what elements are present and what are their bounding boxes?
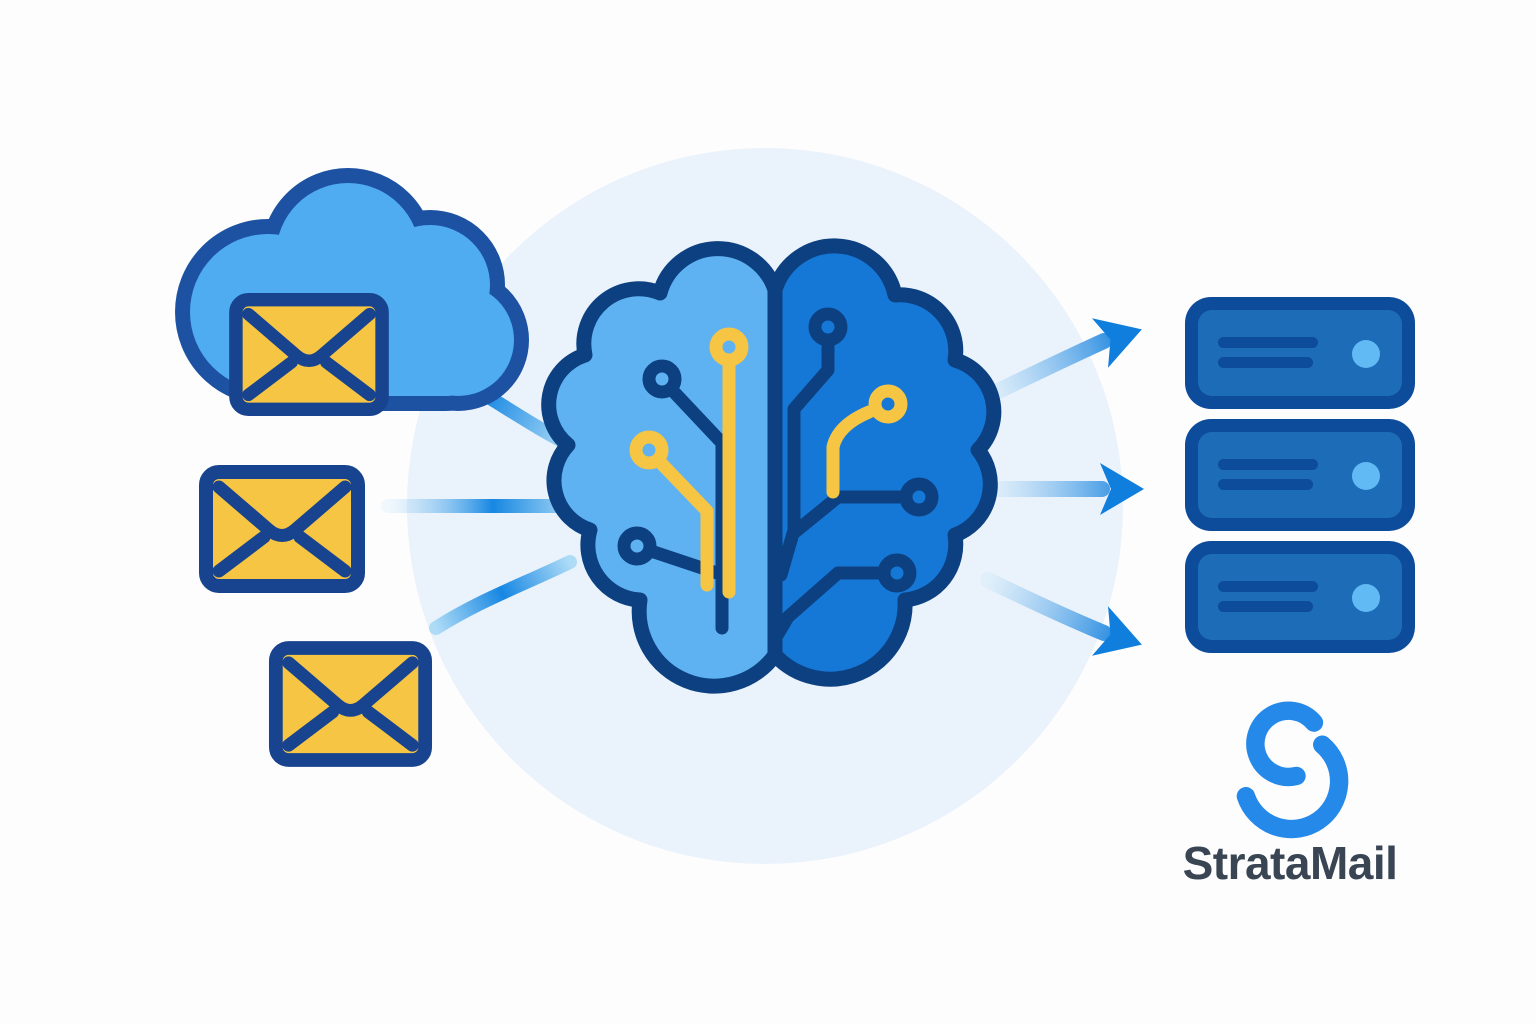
output-arrow-top	[980, 304, 1150, 404]
logo-s-icon	[1236, 701, 1349, 839]
envelope-icon-bottom	[276, 648, 425, 760]
circuit-node	[629, 430, 669, 470]
output-arrow-middle	[984, 463, 1144, 515]
circuit-node	[808, 307, 848, 347]
output-arrows	[980, 304, 1150, 670]
brain-circuits-left	[617, 327, 749, 635]
circuit-node	[642, 359, 682, 399]
server-icon-1	[1185, 297, 1415, 409]
server-icon-2	[1185, 419, 1415, 531]
brand-name: StrataMail	[1182, 837, 1398, 889]
server-stack	[1185, 297, 1415, 653]
brain-circuits-right	[771, 307, 939, 641]
circuit-node	[899, 477, 939, 517]
connector-line-bottom	[429, 555, 577, 635]
envelope-icon-cloud	[236, 300, 382, 410]
output-arrow-bottom	[980, 572, 1150, 670]
circuit-node	[617, 526, 657, 566]
led-indicator	[1352, 340, 1380, 368]
ai-brain-icon	[541, 238, 1002, 694]
circuit-node	[868, 384, 908, 424]
circuit-node	[877, 553, 917, 593]
server-icon-3	[1185, 541, 1415, 653]
envelope-icon-middle	[206, 472, 358, 586]
led-indicator	[1352, 462, 1380, 490]
circuit-node	[709, 327, 749, 367]
led-indicator	[1352, 584, 1380, 612]
